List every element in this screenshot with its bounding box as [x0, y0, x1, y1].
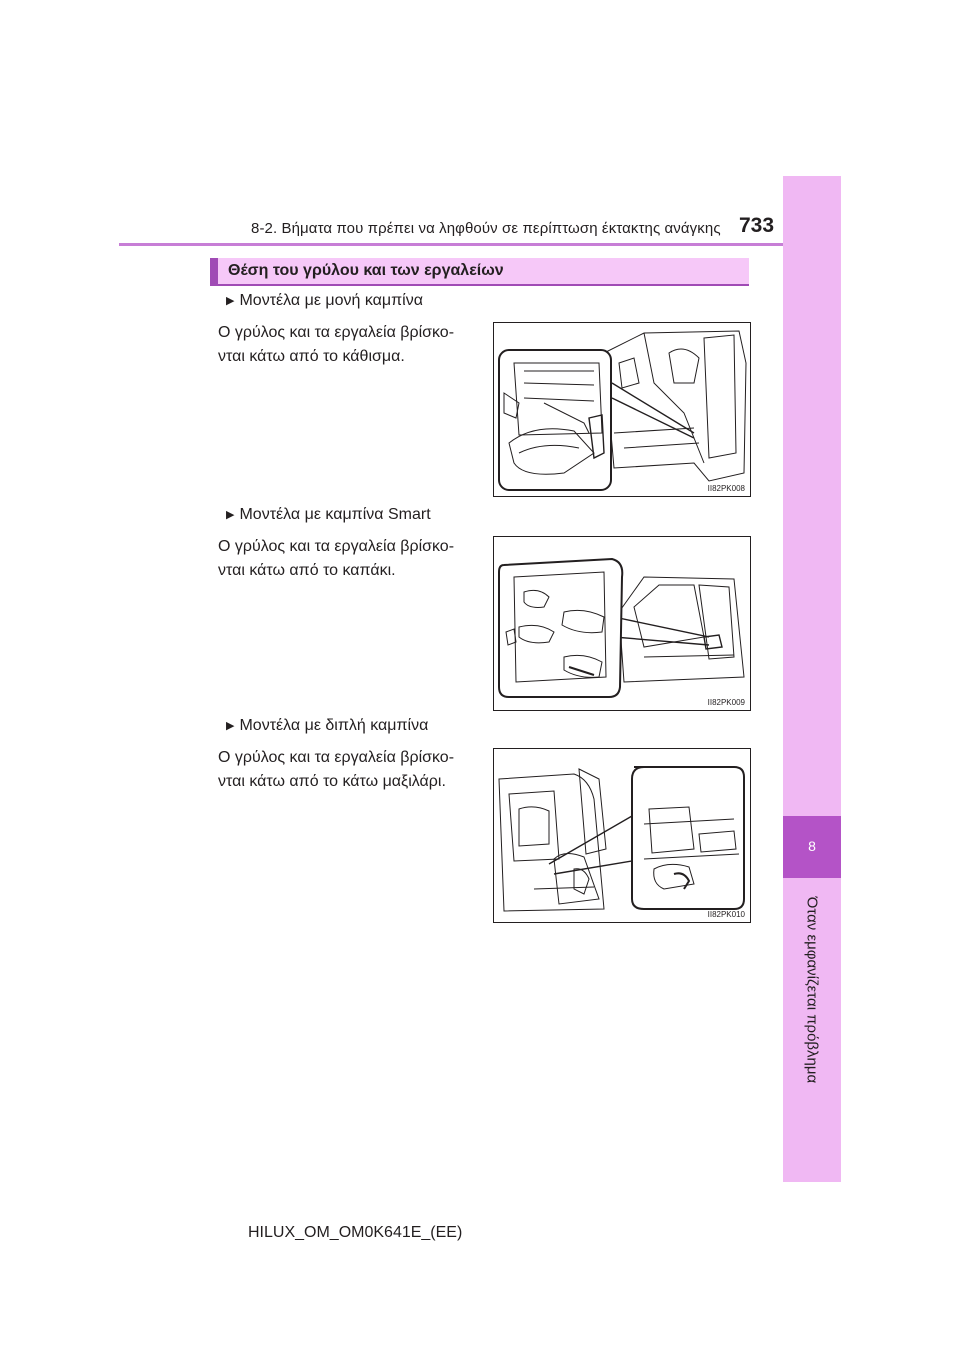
- item-bullet-smart-cab: ▶ Μοντέλα με καμπίνα Smart: [226, 506, 431, 524]
- section-title: Θέση του γρύλου και των εργαλείων: [228, 262, 504, 279]
- bullet-label: Μοντέλα με καμπίνα Smart: [239, 506, 431, 523]
- lid-jack-illustration: [498, 557, 745, 698]
- triangle-bullet-icon: ▶: [226, 295, 235, 307]
- item-text-double-cab: Ο γρύλος και τα εργαλεία βρίσκο- νται κά…: [218, 746, 476, 794]
- triangle-bullet-icon: ▶: [226, 720, 235, 732]
- item-bullet-single-cab: ▶ Μοντέλα με μονή καμπίνα: [226, 292, 423, 310]
- text-line: Ο γρύλος και τα εργαλεία βρίσκο-: [218, 749, 455, 766]
- figure-code: II82PK010: [707, 910, 745, 919]
- figure-smart-cab: II82PK009: [493, 536, 751, 711]
- chapter-number-tab: 8: [783, 816, 841, 878]
- text-line: Ο γρύλος και τα εργαλεία βρίσκο-: [218, 324, 455, 341]
- cushion-jack-illustration: [498, 766, 745, 912]
- figure-code: II82PK009: [707, 698, 745, 707]
- document-code: HILUX_OM_OM0K641E_(EE): [248, 1224, 463, 1241]
- item-bullet-double-cab: ▶ Μοντέλα με διπλή καμπίνα: [226, 717, 428, 735]
- section-heading-box: Θέση του γρύλου και των εργαλείων: [210, 258, 749, 284]
- item-text-smart-cab: Ο γρύλος και τα εργαλεία βρίσκο- νται κά…: [218, 535, 476, 583]
- text-line: νται κάτω από το κάτω μαξιλάρι.: [218, 773, 446, 790]
- bullet-label: Μοντέλα με διπλή καμπίνα: [239, 717, 429, 734]
- figure-single-cab: II82PK008: [493, 322, 751, 497]
- seat-jack-illustration: [498, 330, 747, 491]
- triangle-bullet-icon: ▶: [226, 509, 235, 521]
- page-number: 733: [739, 214, 775, 237]
- text-line: Ο γρύλος και τα εργαλεία βρίσκο-: [218, 538, 455, 555]
- section-divider: [210, 284, 749, 286]
- text-line: νται κάτω από το καπάκι.: [218, 562, 396, 579]
- chapter-number: 8: [808, 838, 816, 854]
- running-header: 8-2. Βήματα που πρέπει να ληφθούν σε περ…: [251, 220, 721, 237]
- header-divider: [119, 243, 783, 246]
- figure-double-cab: II82PK010: [493, 748, 751, 923]
- bullet-label: Μοντέλα με μονή καμπίνα: [239, 292, 423, 309]
- chapter-title: Όταν εμφανίζεται πρόβλημα: [803, 896, 821, 1084]
- chapter-side-tab: [783, 176, 841, 1182]
- section-heading-accent: [210, 258, 218, 284]
- text-line: νται κάτω από το κάθισμα.: [218, 348, 405, 365]
- item-text-single-cab: Ο γρύλος και τα εργαλεία βρίσκο- νται κά…: [218, 321, 476, 369]
- figure-code: II82PK008: [707, 484, 745, 493]
